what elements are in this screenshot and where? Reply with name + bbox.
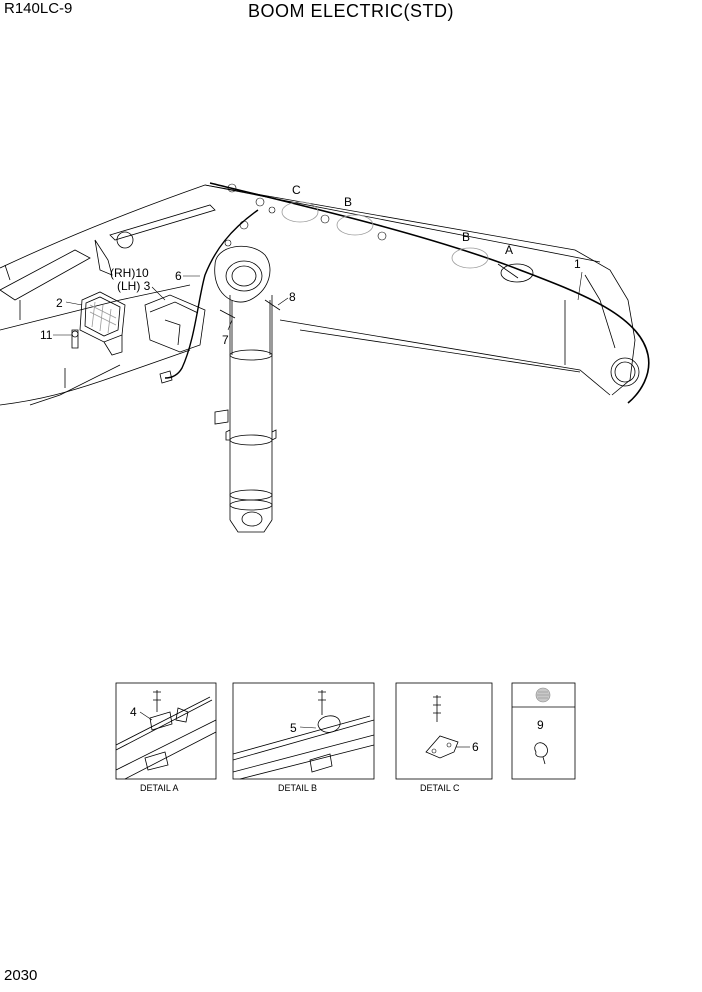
callout-detail-b-2: B xyxy=(462,230,470,244)
callout-detail-a: A xyxy=(505,243,513,257)
callout-part-1: 1 xyxy=(574,257,581,271)
detail-b-box: 5 xyxy=(232,682,375,780)
callout-detail-b: B xyxy=(344,195,352,209)
page-number: 2030 xyxy=(4,967,38,984)
callout-part-2: 2 xyxy=(56,296,63,310)
callout-part-8: 8 xyxy=(289,290,296,304)
callout-labels: C B B A 1 (RH)10 (LH) 3 6 2 8 11 7 xyxy=(40,183,581,347)
part-9-box: 9 xyxy=(511,682,576,780)
detail-c-part: 6 xyxy=(472,740,479,754)
callout-part-7: 7 xyxy=(222,333,229,347)
detail-b-part: 5 xyxy=(290,721,297,735)
detail-a-part: 4 xyxy=(130,705,137,719)
boom-cylinder xyxy=(214,295,277,533)
detail-a-box: 4 xyxy=(115,682,217,780)
leader-lines xyxy=(53,271,583,336)
model-label: R140LC-9 xyxy=(4,0,73,17)
boom-drawing xyxy=(0,184,640,406)
detail-c-box: 6 xyxy=(395,682,493,780)
harness-wire xyxy=(159,182,650,404)
work-lamp-assembly xyxy=(71,291,281,356)
callout-detail-c: C xyxy=(292,183,301,197)
callout-part-10: (RH)10 xyxy=(110,266,149,280)
detail-c-caption: DETAIL C xyxy=(420,783,460,793)
callout-part-6: 6 xyxy=(175,269,182,283)
detail-locators xyxy=(224,183,534,283)
callout-part-3: (LH) 3 xyxy=(117,279,151,293)
callout-part-11: 11 xyxy=(40,328,53,342)
part-9-label: 9 xyxy=(537,718,544,732)
page-title: BOOM ELECTRIC(STD) xyxy=(247,1,454,21)
detail-a-caption: DETAIL A xyxy=(140,783,179,793)
detail-b-caption: DETAIL B xyxy=(278,783,317,793)
